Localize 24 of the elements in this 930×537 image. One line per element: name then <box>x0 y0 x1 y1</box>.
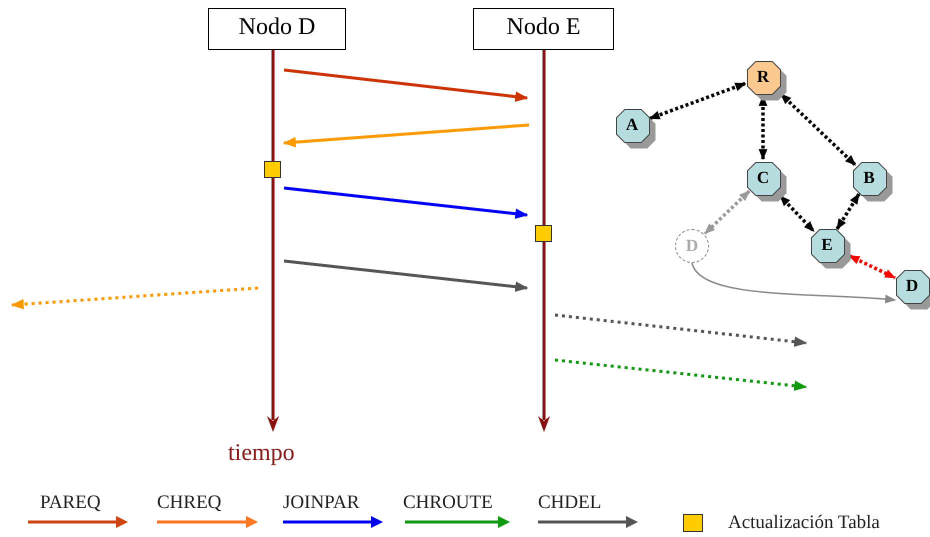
legend-label: JOINPAR <box>283 492 360 514</box>
arrow <box>848 254 896 280</box>
legend-label: PAREQ <box>40 492 101 514</box>
legend-label: CHREQ <box>157 492 222 514</box>
legend-label: Actualización Tabla <box>728 512 880 534</box>
arrow <box>691 262 896 304</box>
arrow <box>648 82 746 120</box>
legend-label: CHDEL <box>538 492 602 514</box>
arrow <box>779 194 816 232</box>
legend-label: CHROUTE <box>403 492 493 514</box>
arrow <box>284 260 528 292</box>
participant-lifeline: Nodo E <box>473 8 614 434</box>
arrow <box>704 190 750 235</box>
former-node-circle: D <box>675 229 709 263</box>
arrow <box>780 92 856 166</box>
arrow <box>282 124 530 148</box>
arrow <box>284 186 528 219</box>
arrow <box>10 286 258 310</box>
axis-label: tiempo <box>228 440 295 467</box>
arrow <box>554 314 808 347</box>
arrow <box>554 358 808 391</box>
participant-lifeline: Nodo D <box>208 8 346 434</box>
arrow <box>284 68 528 102</box>
arrow <box>836 193 860 230</box>
